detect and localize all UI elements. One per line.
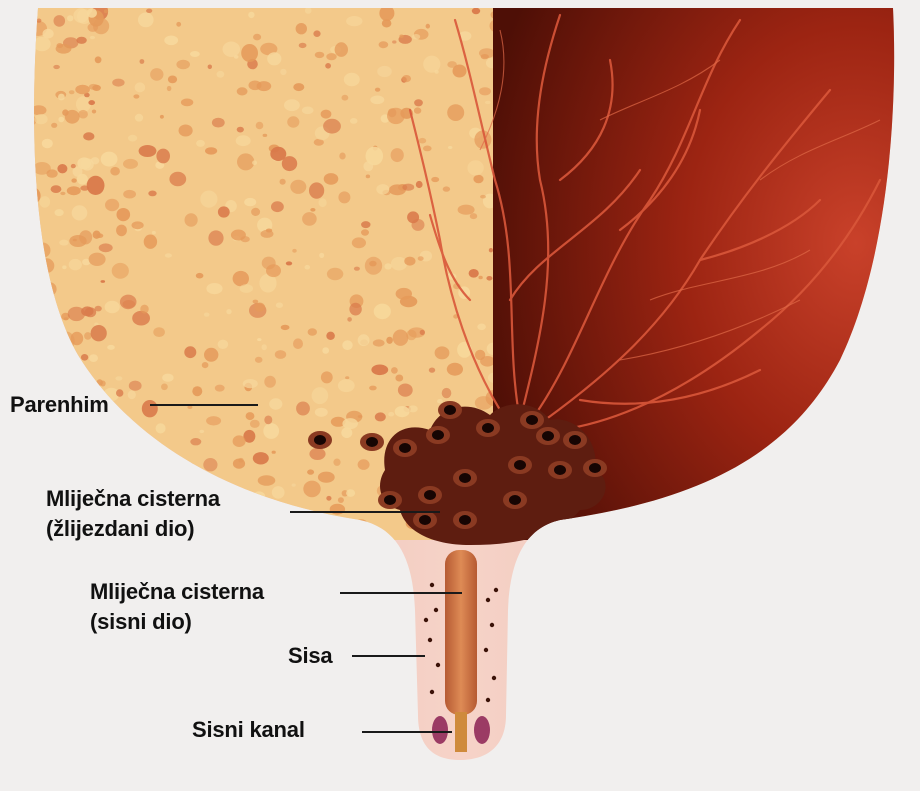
label-glandular-cistern-line2: (žlijezdani dio) [46,515,194,543]
teat-canal [455,712,467,752]
label-sisni-kanal: Sisni kanal [192,716,305,744]
label-sisa: Sisa [288,642,332,670]
label-parenhim: Parenhim [10,391,109,419]
teat-cistern [445,550,477,715]
label-teat-cistern-line1: Mliječna cisterna [90,578,264,606]
label-glandular-cistern-line1: Mliječna cisterna [46,485,220,513]
label-teat-cistern-line2: (sisni dio) [90,608,192,636]
